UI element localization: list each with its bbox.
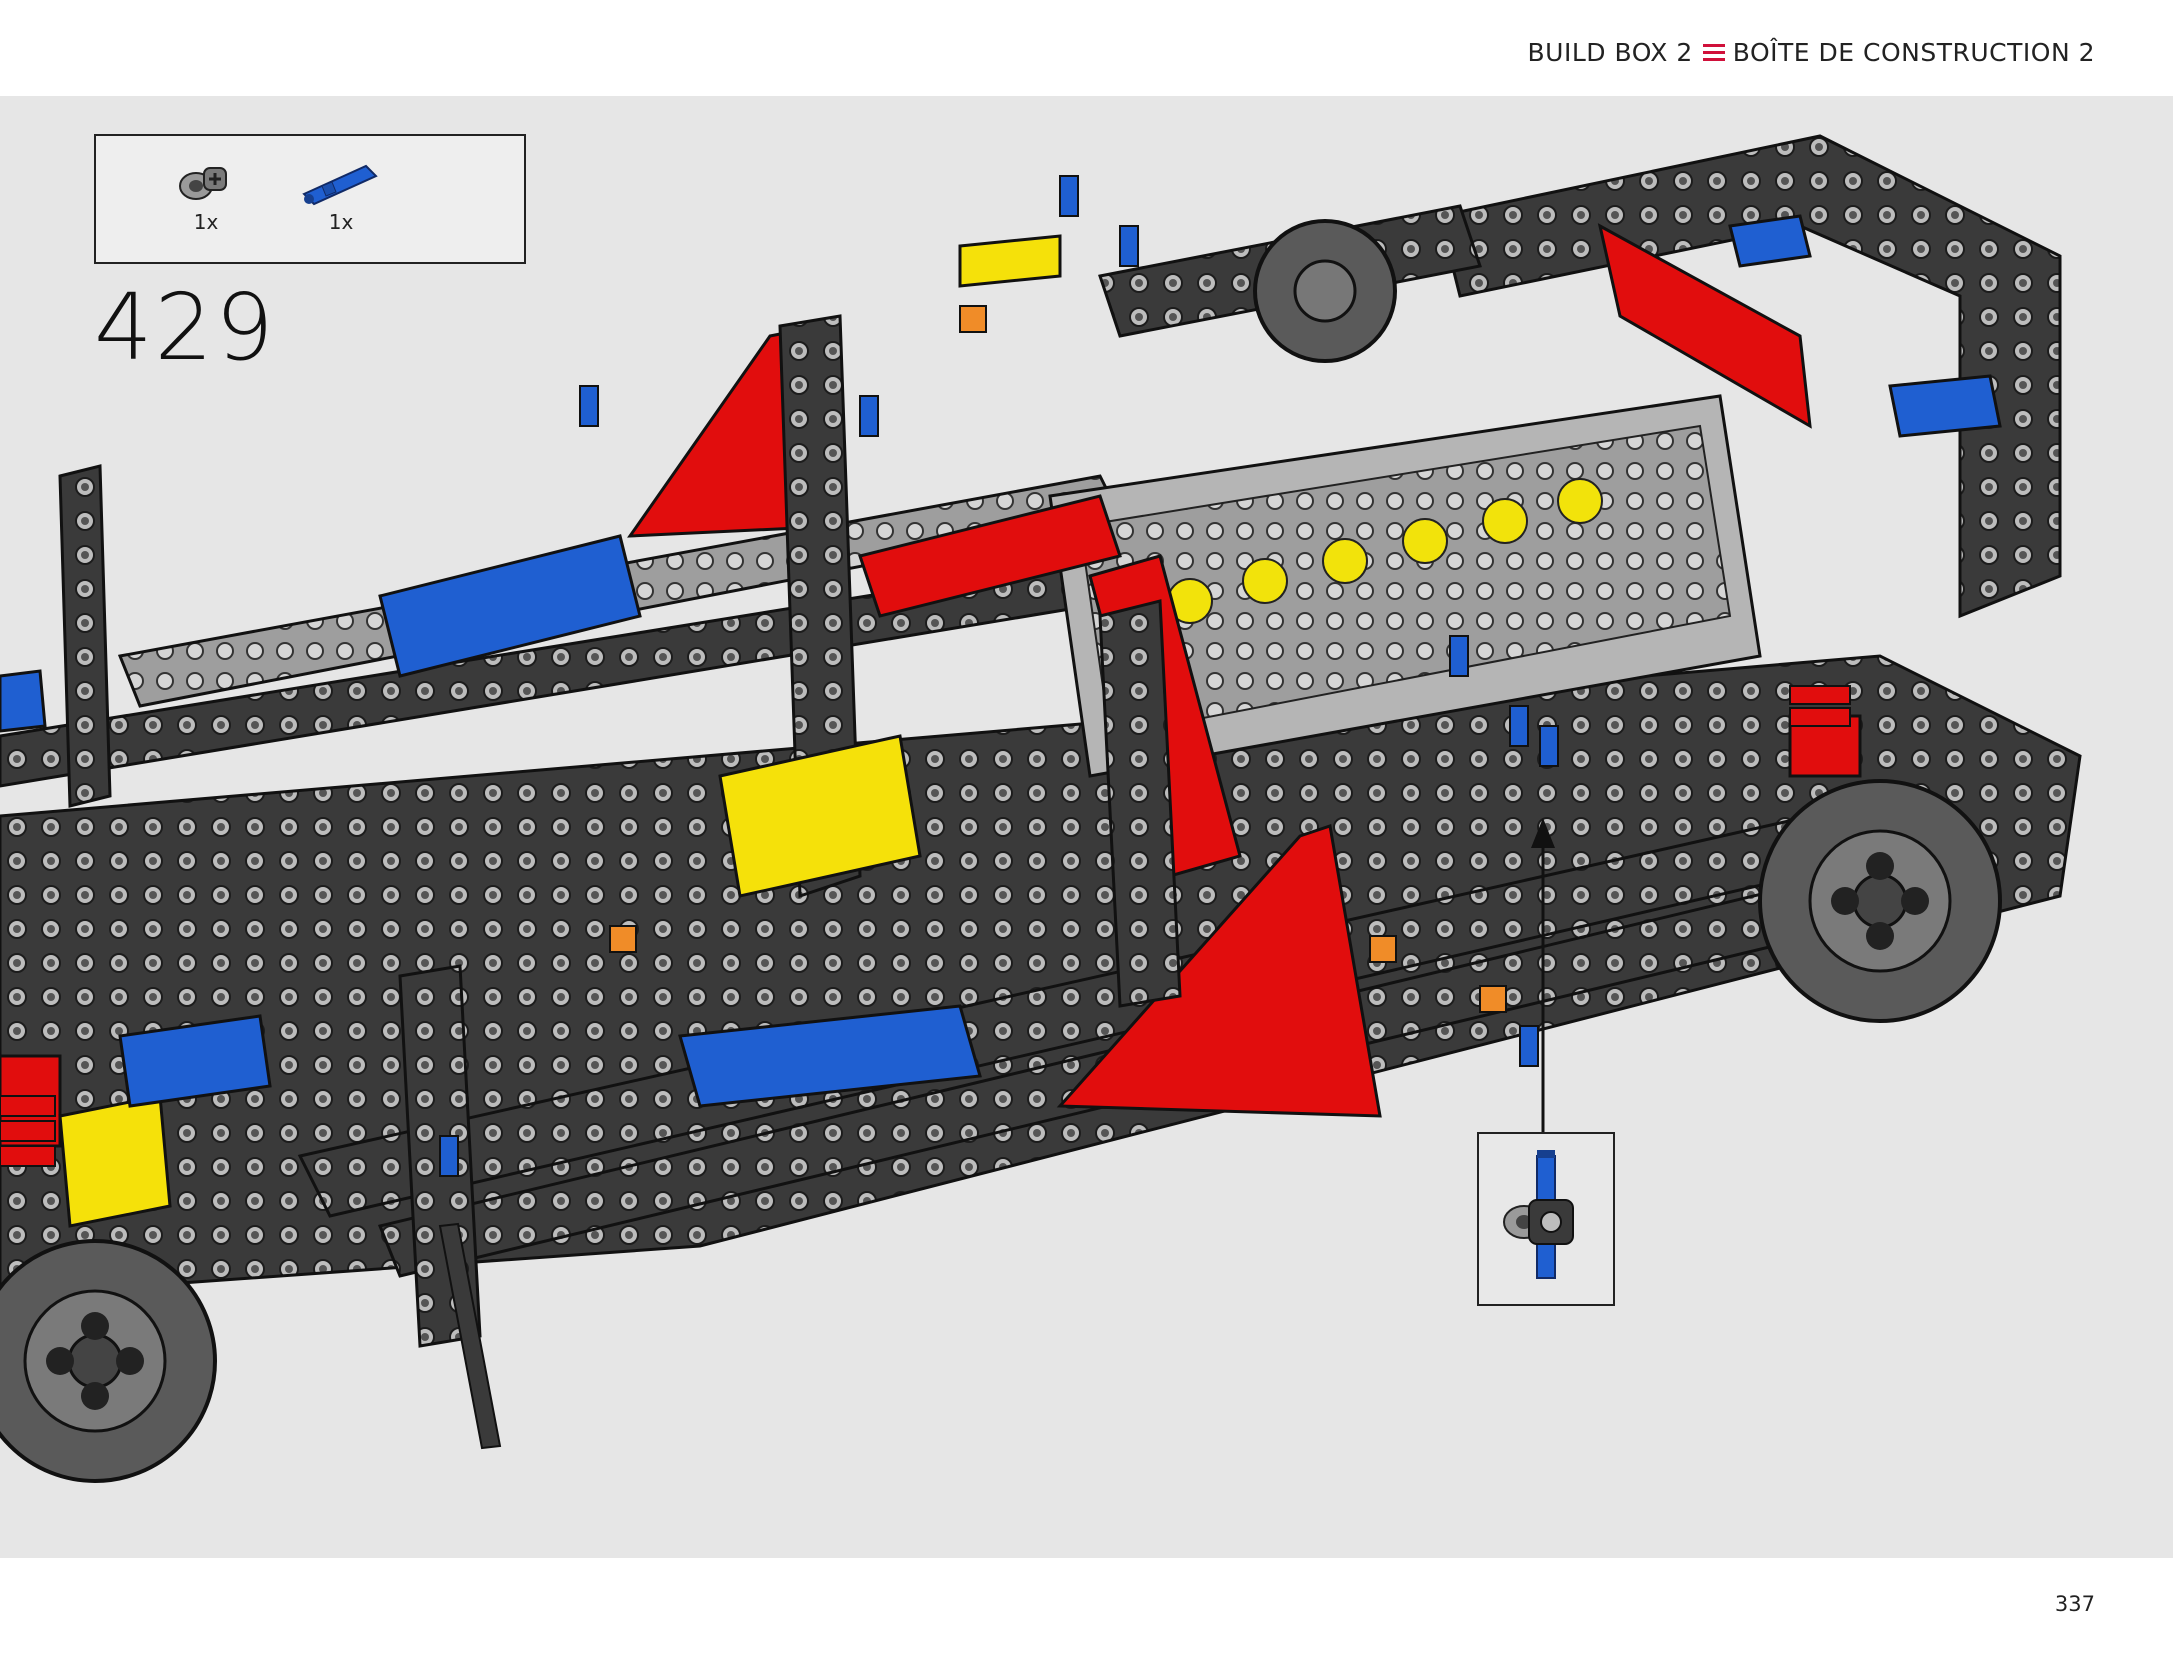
part-quantity: 1x: [193, 210, 219, 234]
part-item: 1x: [161, 156, 251, 234]
front-wheel-icon: [0, 1239, 217, 1483]
part-item: 1x: [296, 156, 386, 234]
rear-wheel-icon: [1758, 779, 2002, 1023]
grey-axle-connector-icon: [179, 167, 227, 200]
step-number: 429: [94, 274, 276, 381]
header-label-en: BUILD BOX 2: [1527, 37, 1693, 67]
instruction-stage: 1x 1x 429: [0, 96, 2173, 1558]
car-chassis-model-illustration: [0, 134, 2082, 1483]
parts-list: 1x 1x: [94, 134, 526, 264]
page-number: 337: [2054, 1592, 2095, 1616]
blue-pin-icon: [302, 164, 378, 206]
header-divider-icon: [1702, 42, 1725, 63]
page-header: BUILD BOX 2 BOÎTE DE CONSTRUCTION 2: [1528, 30, 2095, 74]
header-label-fr: BOÎTE DE CONSTRUCTION 2: [1732, 37, 2095, 67]
part-quantity: 1x: [328, 210, 354, 234]
subassembly-callout: [1477, 1132, 1615, 1306]
pin-with-connector-icon: [1503, 1150, 1574, 1279]
